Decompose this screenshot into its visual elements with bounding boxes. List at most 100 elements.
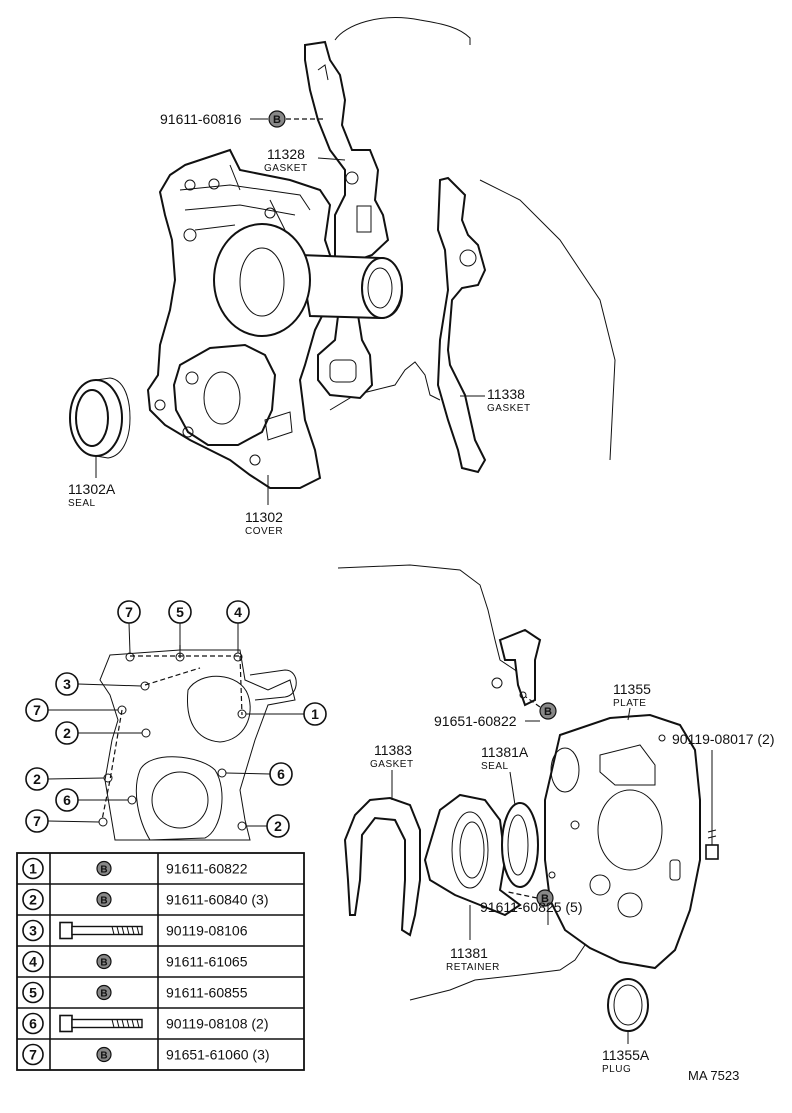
seal-11302A-inner <box>75 389 109 447</box>
svg-text:7: 7 <box>33 702 41 718</box>
bolt-map-pump <box>186 675 251 743</box>
bolt-table-part-no: 90119-08106 <box>166 923 248 939</box>
rear-block-outline <box>337 564 586 1001</box>
svg-text:B: B <box>273 114 281 126</box>
cover-hole-4 <box>183 228 197 242</box>
plate-center-hole <box>597 789 663 871</box>
badge-b-letter: B <box>100 1051 107 1062</box>
svg-text:6: 6 <box>277 766 285 782</box>
plate-window <box>599 744 656 786</box>
bracket-hole <box>491 677 503 689</box>
callout-11302: 11302 COVER <box>245 475 283 537</box>
crank-seal-bore <box>203 371 241 425</box>
bolt-table-num-circle <box>22 950 44 973</box>
callout-11355: 11355 PLATE <box>613 681 651 721</box>
retainer-11381 <box>423 793 522 917</box>
svg-text:1: 1 <box>311 706 319 722</box>
svg-text:GASKET: GASKET <box>264 163 308 174</box>
cover-hole-1 <box>184 179 196 191</box>
gasket-11328-clip <box>317 64 329 81</box>
svg-text:B: B <box>544 706 552 718</box>
badge-b-icon <box>539 702 557 720</box>
badge-b-icon <box>96 891 112 908</box>
bolt-table-row: 6 90119-08108 (2) <box>22 1012 268 1035</box>
callout-91611-60825: B 91611-60825 (5) <box>480 889 582 925</box>
pump-bore <box>239 247 285 317</box>
badge-b-icon <box>96 953 112 970</box>
cover-hole-3 <box>264 207 276 219</box>
plate-hole-3 <box>617 892 643 918</box>
cover-hole-8 <box>249 454 261 466</box>
water-outlet-inner <box>367 267 393 309</box>
seal-11302A-rim <box>95 377 131 459</box>
plate-hole-2 <box>589 874 611 896</box>
plate-bolt-hole-2 <box>658 734 666 742</box>
bolt-table-num: 6 <box>29 1016 37 1032</box>
bolt-table-part-no: 91651-61060 (3) <box>166 1047 270 1063</box>
seal-11381A-inner <box>507 814 529 876</box>
callout-11381A: 11381A SEAL <box>481 744 529 806</box>
svg-text:B: B <box>541 893 549 905</box>
long-bolt-icon <box>59 1014 143 1033</box>
svg-text:91611-60816: 91611-60816 <box>160 111 242 127</box>
svg-text:RETAINER: RETAINER <box>446 962 500 973</box>
gasket-11338 <box>436 176 487 474</box>
bolt-table-num: 1 <box>29 861 37 877</box>
bolt-marker-2-right: 2 <box>246 814 290 838</box>
bolt-marker-7-top: 7 <box>117 600 141 654</box>
badge-b-icon <box>268 110 286 128</box>
bolt-marker-7-mid: 7 <box>25 698 118 722</box>
cover-hole-6 <box>154 399 166 411</box>
gasket-11328 <box>304 40 390 400</box>
plate-slot <box>669 859 681 881</box>
svg-text:91611-60825 (5): 91611-60825 (5) <box>480 899 582 915</box>
bolt-table-num: 3 <box>29 923 37 939</box>
gasket-11328-window <box>356 205 372 233</box>
plate-11355 <box>544 713 701 970</box>
bolt-table-row: 3 90119-08106 <box>22 919 248 942</box>
bolt-table-part-no: 91611-60855 <box>166 985 248 1001</box>
bolt-map-crank-plate <box>135 756 223 841</box>
cover-boss <box>264 411 293 441</box>
gasket-11338-hole <box>459 249 477 267</box>
bolt-map-outlet <box>249 669 297 701</box>
bolt-table-part-no: 91611-60822 <box>166 861 248 877</box>
callout-91651-60822: 91651-60822 B <box>434 696 557 729</box>
bolt-marker-3: 3 <box>55 672 142 696</box>
svg-text:11338: 11338 <box>487 386 525 402</box>
bolt-marker-6-left: 6 <box>55 788 128 812</box>
callout-11381: 11381 RETAINER <box>446 905 500 973</box>
bolt-marker-1: 1 <box>246 702 327 726</box>
cover-hole-2 <box>208 178 220 190</box>
bracket-91651-60822 <box>498 628 542 707</box>
cover-ribs <box>179 164 311 231</box>
bolt-table <box>16 852 305 1071</box>
svg-text:SEAL: SEAL <box>481 761 509 772</box>
bolt-table-num-circle <box>22 888 44 911</box>
cover-hole-5 <box>185 371 199 385</box>
plate-hole-1 <box>550 747 580 793</box>
svg-text:GASKET: GASKET <box>487 403 531 414</box>
bolt-marker-7-bottom: 7 <box>25 809 100 833</box>
badge-b-icon <box>96 984 112 1001</box>
svg-text:3: 3 <box>63 676 71 692</box>
long-bolt-icon <box>59 921 143 940</box>
svg-text:PLATE: PLATE <box>613 698 646 709</box>
diagram-code: MA 7523 <box>688 1068 739 1083</box>
svg-text:11302A: 11302A <box>68 481 116 497</box>
gasket-11383 <box>343 796 421 937</box>
bolt-table-num-circle <box>22 1012 44 1035</box>
svg-text:COVER: COVER <box>245 526 283 537</box>
callout-91611-60816: 91611-60816 B <box>160 110 325 128</box>
svg-text:7: 7 <box>125 604 133 620</box>
bolt-table-part-no: 90119-08108 (2) <box>166 1016 268 1032</box>
bolt-table-num-circle <box>22 919 44 942</box>
bracket-bolt <box>519 691 527 699</box>
badge-b-letter: B <box>100 958 107 969</box>
bolt-table-num-circle <box>22 981 44 1004</box>
